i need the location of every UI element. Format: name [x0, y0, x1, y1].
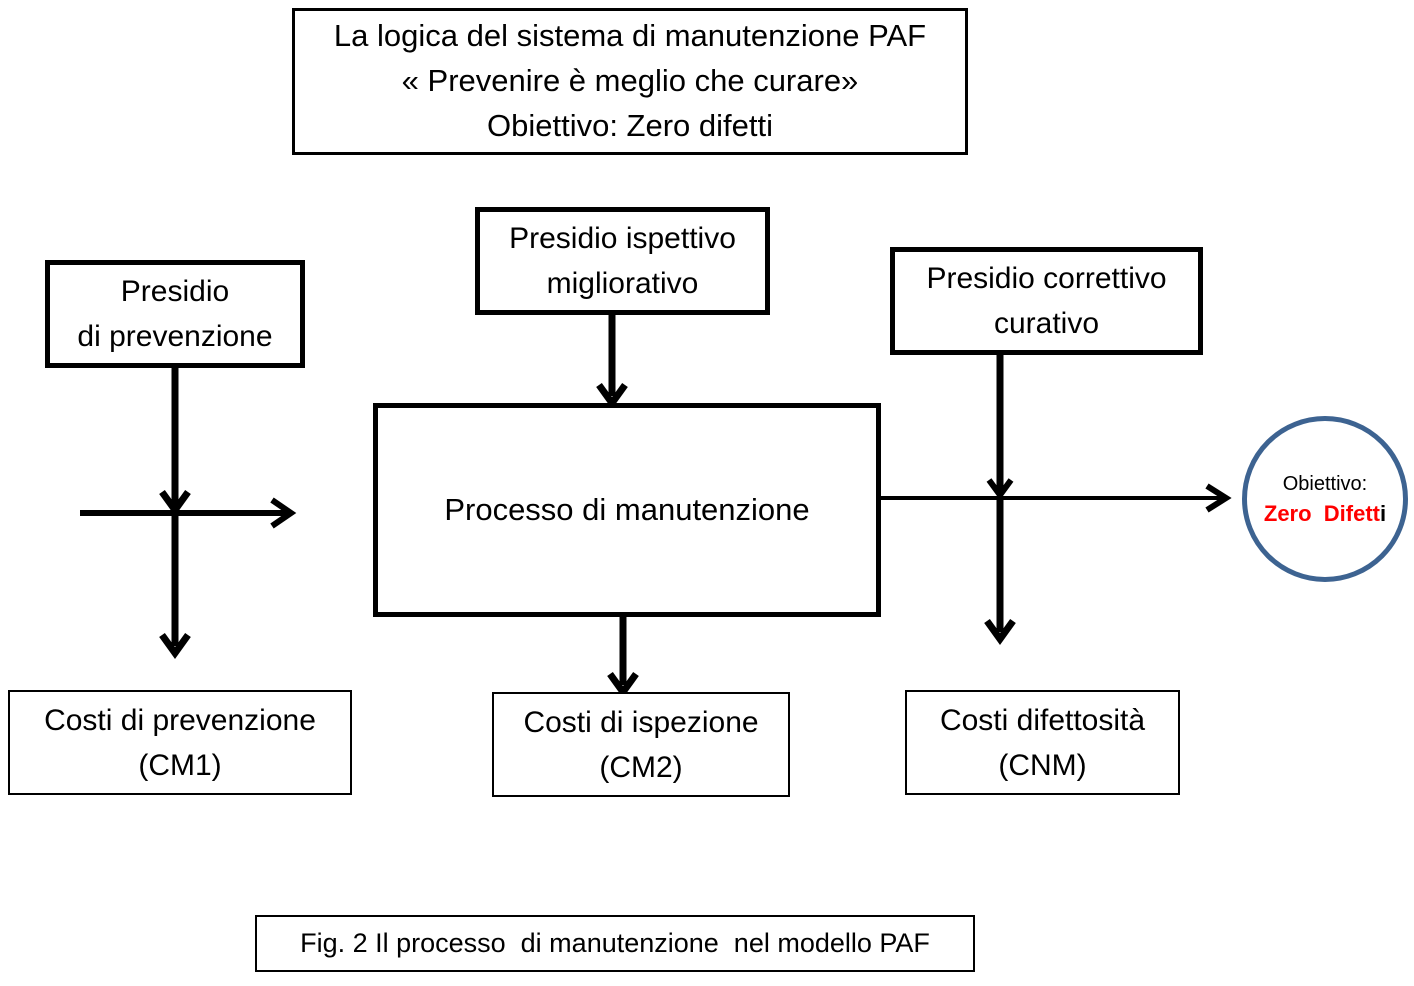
corrective-to-defect-costs-arrowhead [984, 618, 1016, 645]
title-box: La logica del sistema di manutenzione PA… [292, 8, 968, 155]
cost-inspection-label-line1: Costi di ispezione [523, 705, 759, 739]
inspection-label-line1: Presidio ispettivo [509, 222, 736, 255]
prevention-right-arrowhead [270, 497, 297, 529]
cost-prevention-label-line2: (CM1) [138, 748, 222, 782]
figure-caption-text: Fig. 2 Il processo di manutenzione nel m… [300, 928, 930, 958]
cost-inspection-label-line2: (CM2) [599, 750, 683, 784]
cost-inspection-node: Costi di ispezione (CM2) [492, 692, 790, 797]
prevention-node: Presidio di prevenzione [45, 260, 305, 368]
title-line-3: Obiettivo: Zero difetti [486, 107, 773, 143]
corrective-node: Presidio correttivo curativo [890, 247, 1203, 355]
goal-label-red-text: Zero Difett [1263, 500, 1380, 526]
prevention-label-line2: di prevenzione [77, 320, 273, 353]
process-label: Processo di manutenzione [444, 492, 810, 527]
corrective-label-line1: Presidio correttivo [926, 262, 1167, 295]
corrective-label-line2: curativo [993, 307, 1100, 340]
title-line-1: La logica del sistema di manutenzione PA… [333, 18, 927, 54]
figure-caption-box: Fig. 2 Il processo di manutenzione nel m… [255, 915, 975, 972]
cost-defect-label-line1: Costi difettosità [939, 703, 1146, 737]
goal-label-line1: Obiettivo: [1282, 472, 1368, 495]
cost-defect-label-line2: (CNM) [998, 748, 1087, 782]
process-to-goal-arrowhead [1205, 483, 1232, 513]
goal-label-black-text: i [1380, 500, 1387, 526]
prevention-to-costs-arrowhead [159, 632, 191, 659]
inspection-label-line2: migliorativo [546, 267, 699, 300]
process-node: Processo di manutenzione [373, 403, 881, 617]
goal-label-line2: Zero Difetti [1264, 499, 1386, 530]
cost-prevention-node: Costi di prevenzione (CM1) [8, 690, 352, 795]
corrective-cross-arrowhead [986, 478, 1014, 501]
title-line-2: « Prevenire è meglio che curare» [401, 63, 859, 99]
cost-prevention-label-line1: Costi di prevenzione [44, 703, 316, 737]
inspection-node: Presidio ispettivo migliorativo [475, 207, 770, 315]
goal-circle: Obiettivo: Zero Difetti [1242, 416, 1408, 582]
prevention-label-line1: Presidio [120, 275, 230, 308]
cost-defect-node: Costi difettosità (CNM) [905, 690, 1180, 795]
